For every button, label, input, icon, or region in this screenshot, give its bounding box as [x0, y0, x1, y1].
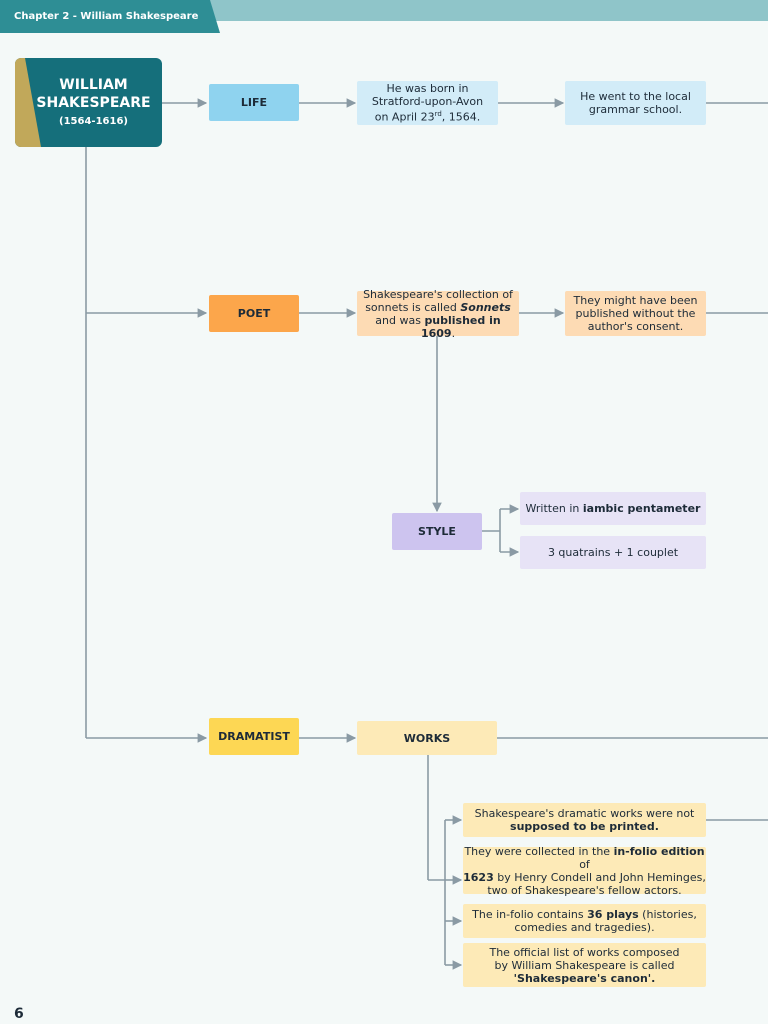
life-born-line3-sup: rd — [434, 110, 442, 119]
style-iambic-node[interactable]: Written in iambic pentameter — [520, 492, 706, 525]
works-plays-node[interactable]: The in-folio contains 36 plays (historie… — [463, 904, 706, 938]
works-canon-line3: 'Shakespeare's canon'. — [513, 971, 656, 985]
life-school-line2: grammar school. — [588, 103, 683, 116]
style-node[interactable]: STYLE — [392, 513, 482, 550]
poet-sonnets-line2: sonnets is called Sonnets — [365, 301, 511, 314]
poet-sonnets-line3: and was published in 1609. — [357, 314, 519, 340]
poet-sonnets-line1: Shakespeare's collection of — [363, 287, 513, 301]
life-born-line3-post: , 1564. — [441, 110, 481, 124]
poet-sonnets-line3-post: . — [451, 326, 456, 340]
life-born-line2: Stratford-upon-Avon — [371, 95, 484, 109]
poet-consent-line1: They might have been — [573, 294, 698, 307]
life-school-line1: He went to the local — [580, 90, 691, 103]
works-folio-line1: They were collected in the in-folio edit… — [463, 845, 706, 871]
poet-sonnets-line3-bold: published in 1609 — [420, 313, 501, 340]
style-iambic-pre: Written in — [525, 502, 583, 515]
works-plays-line1: The in-folio contains 36 plays (historie… — [472, 908, 697, 921]
works-folio-line3: two of Shakespeare's fellow actors. — [487, 883, 682, 897]
life-label: LIFE — [240, 96, 268, 109]
poet-node[interactable]: POET — [209, 295, 299, 332]
works-folio-line1-bold: in-folio edition — [613, 844, 705, 858]
works-plays-line2: comedies and tragedies). — [514, 921, 655, 934]
works-node[interactable]: WORKS — [357, 721, 497, 755]
works-printed-line2: supposed to be printed. — [510, 820, 659, 833]
works-canon-line1: The official list of works composed — [489, 945, 680, 959]
main-node-shakespeare[interactable]: WILLIAM SHAKESPEARE (1564-1616) — [15, 58, 162, 147]
works-plays-line1-pre: The in-folio contains — [472, 908, 588, 921]
poet-sonnets-line2-pre: sonnets is called — [365, 300, 461, 314]
poet-sonnets-node[interactable]: Shakespeare's collection of sonnets is c… — [357, 287, 519, 340]
works-printed-node[interactable]: Shakespeare's dramatic works were not su… — [463, 803, 706, 837]
dramatist-label: DRAMATIST — [218, 730, 290, 743]
life-born-node[interactable]: He was born in Stratford-upon-Avon on Ap… — [357, 81, 498, 125]
works-folio-line1-post: of — [579, 857, 590, 871]
works-folio-line2-bold: 1623 — [463, 870, 494, 884]
works-folio-line2: 1623 by Henry Condell and John Heminges, — [463, 871, 706, 884]
main-node-years: (1564-1616) — [59, 116, 128, 127]
dramatist-node[interactable]: DRAMATIST — [209, 718, 299, 755]
style-quatrains-text: 3 quatrains + 1 couplet — [547, 546, 679, 559]
works-folio-node[interactable]: They were collected in the in-folio edit… — [463, 845, 706, 897]
page-number: 6 — [14, 1006, 24, 1022]
works-plays-line1-post: (histories, — [638, 908, 697, 921]
main-node-name-line2: SHAKESPEARE — [36, 95, 151, 111]
chapter-tab[interactable]: Chapter 2 - William Shakespeare — [0, 0, 220, 33]
style-label: STYLE — [418, 525, 456, 538]
works-canon-line2: by William Shakespeare is called — [494, 958, 675, 972]
poet-consent-line3: author's consent. — [587, 320, 684, 333]
life-node[interactable]: LIFE — [209, 84, 299, 121]
life-born-line3: on April 23rd, 1564. — [375, 108, 481, 124]
poet-sonnets-title: Sonnets — [460, 300, 511, 314]
style-iambic-text: Written in iambic pentameter — [526, 502, 701, 515]
works-canon-node[interactable]: The official list of works composed by W… — [463, 943, 706, 987]
works-label: WORKS — [403, 731, 451, 745]
works-plays-line1-bold: 36 plays — [587, 908, 639, 921]
main-node-name-line1: WILLIAM — [59, 77, 128, 93]
works-printed-line1: Shakespeare's dramatic works were not — [474, 807, 695, 820]
works-folio-line2-post: by Henry Condell and John Heminges, — [493, 870, 706, 884]
poet-consent-line2: published without the — [575, 307, 696, 320]
poet-label: POET — [237, 307, 271, 320]
works-folio-line1-pre: They were collected in the — [464, 844, 614, 858]
life-born-line1: He was born in — [386, 82, 469, 96]
life-born-line3-pre: on April 23 — [374, 110, 435, 124]
poet-sonnets-line3-pre: and was — [375, 313, 425, 327]
style-quatrains-node[interactable]: 3 quatrains + 1 couplet — [520, 536, 706, 569]
poet-consent-node[interactable]: They might have been published without t… — [565, 291, 706, 336]
style-iambic-bold: iambic pentameter — [582, 502, 701, 515]
life-school-node[interactable]: He went to the local grammar school. — [565, 81, 706, 125]
